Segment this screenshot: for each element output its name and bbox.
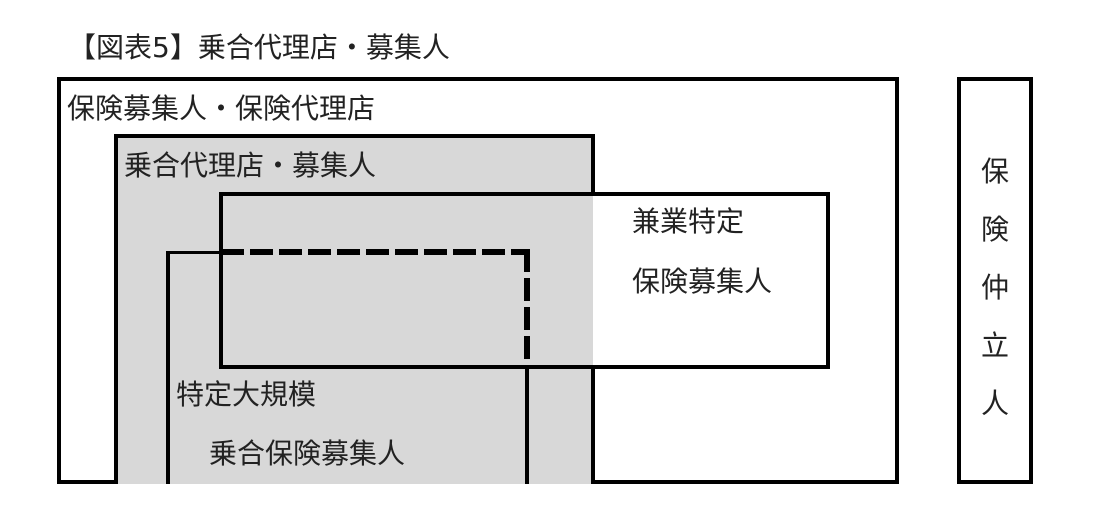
insurance-broker-box: 保 険 仲 立 人 [957, 77, 1033, 484]
broker-char: 立 [980, 329, 1009, 362]
broker-char: 人 [980, 387, 1009, 420]
side-business-label-line2: 保険募集人 [632, 265, 773, 298]
side-business-label-line1: 兼業特定 [632, 205, 745, 238]
large-scale-top-edge-solid [166, 251, 221, 254]
large-scale-label-line1: 特定大規模 [176, 378, 317, 411]
joint-agency-border-gap [590, 196, 596, 365]
broker-char: 仲 [980, 271, 1009, 304]
joint-agency-label: 乗合代理店・募集人 [124, 149, 377, 182]
side-business-box: 兼業特定 保険募集人 [219, 192, 830, 369]
side-business-white-area [593, 193, 828, 369]
broker-char: 保 [980, 155, 1009, 188]
large-scale-top-edge-dashed [221, 249, 527, 255]
figure-title: 【図表5】乗合代理店・募集人 [68, 31, 450, 64]
insurance-solicitor-label: 保険募集人・保険代理店 [67, 92, 376, 125]
large-scale-right-edge-dashed [524, 249, 530, 369]
large-scale-left-edge [166, 251, 170, 484]
broker-char: 険 [980, 213, 1009, 246]
large-scale-label-line2: 乗合保険募集人 [209, 437, 406, 470]
insurance-broker-label: 保 険 仲 立 人 [961, 143, 1029, 433]
large-scale-right-edge-solid [525, 367, 529, 484]
